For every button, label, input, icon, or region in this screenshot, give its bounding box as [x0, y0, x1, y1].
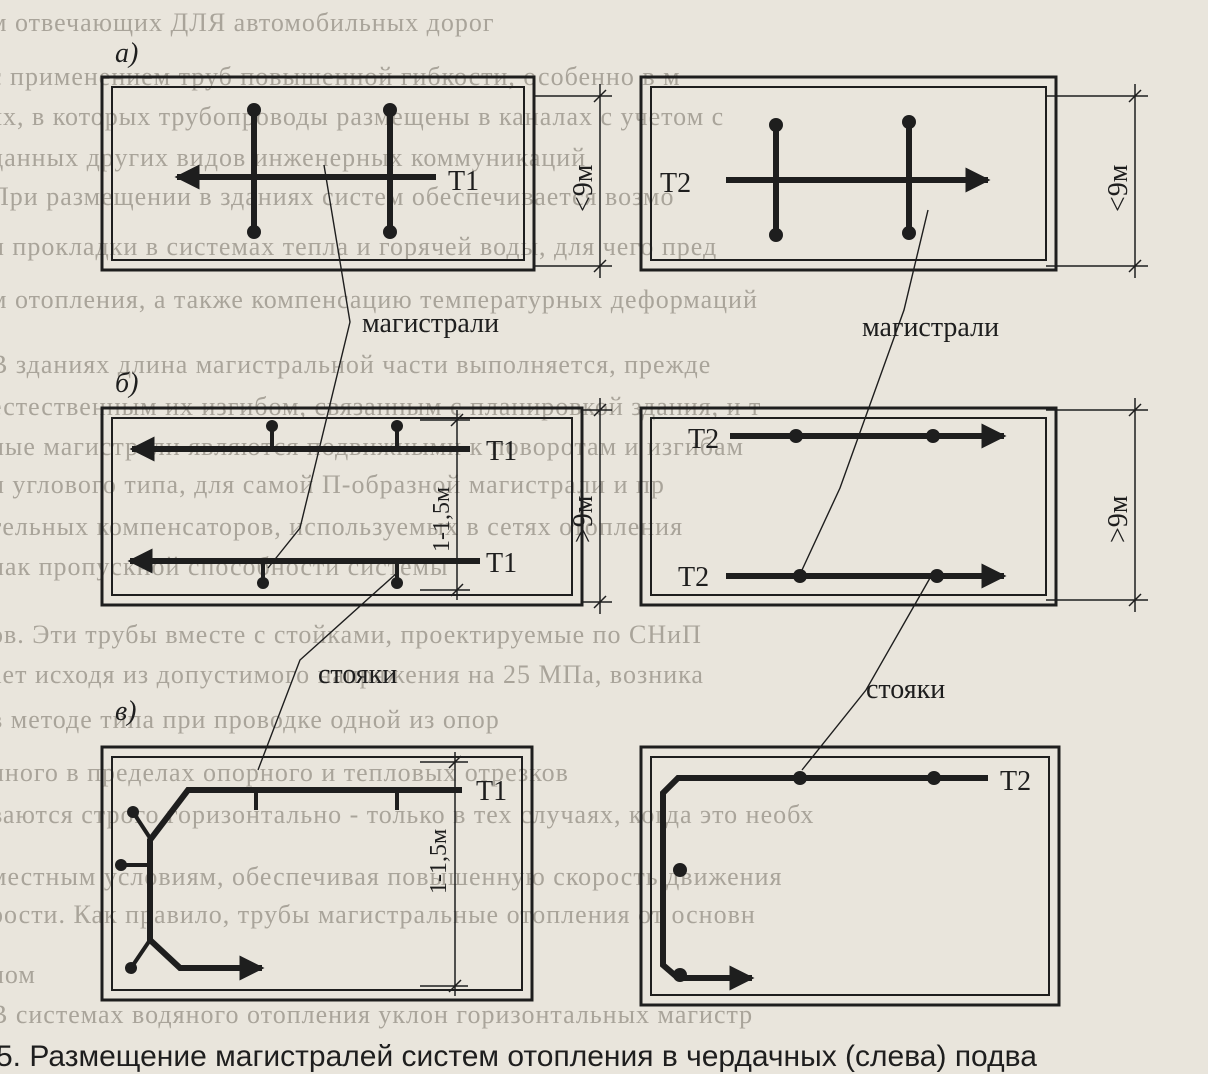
panel-b-right-building [639, 406, 1058, 607]
dimension-label-under-9m: <9м [568, 164, 599, 212]
pipe-label-t1: Т1 [486, 548, 517, 579]
background-text-line: м отопления, а также компенсацию темпера… [0, 285, 758, 314]
riser-point [673, 968, 687, 982]
riser-point [902, 115, 916, 129]
callout-leader-lines [257, 164, 931, 771]
background-text-line: иного в пределах опорного и тепловых отр… [0, 758, 569, 787]
callout-risers: стояки [318, 659, 397, 690]
inner-wall [650, 86, 1047, 261]
outer-wall [639, 75, 1058, 272]
pipe-label-t1: Т1 [448, 166, 479, 197]
dimension-label-over-9m: >9м [568, 495, 599, 543]
pipe-label-t2: Т2 [678, 562, 709, 593]
background-text-line: и углового типа, для самой П-образной ма… [0, 470, 665, 499]
panel-label-c: в) [115, 696, 136, 727]
riser-point [926, 429, 940, 443]
background-text-line: тельных компенсаторов, используемых в се… [0, 512, 684, 541]
background-text-line: ном [0, 960, 36, 989]
panel-b-left-building [100, 406, 584, 607]
pipe-label-t2: Т2 [660, 168, 691, 199]
dimension-lines-c [420, 752, 468, 996]
perimeter-main-pipe-t2 [660, 775, 988, 991]
riser-point [769, 118, 783, 132]
background-text-line: нак пропускной способности системы [0, 552, 449, 581]
panel-label-a: а) [115, 38, 138, 69]
dimension-lines-a [534, 84, 1148, 278]
inner-wall [650, 417, 1047, 596]
riser-point [383, 103, 397, 117]
riser-point [125, 962, 137, 974]
inner-wall [650, 756, 1050, 996]
riser-point [247, 225, 261, 239]
perimeter-main-pipe-t1 [147, 787, 462, 981]
background-text-line: ает исходя из допустимого напряжения на … [0, 660, 704, 689]
dimension-label-over-9m: >9м [1103, 495, 1134, 543]
background-text-line: в методе типа при проводке одной из опор [0, 705, 500, 734]
callout-mains: магистрали [862, 312, 999, 343]
panel-c-left-building [100, 745, 534, 1002]
dimension-label-under-9m: <9м [1103, 164, 1134, 212]
riser-point [793, 569, 807, 583]
pipe-label-t2: Т2 [1000, 766, 1031, 797]
outer-wall [639, 406, 1058, 607]
figure-caption: 5. Размещение магистралей систем отоплен… [0, 1040, 1037, 1073]
inner-wall [111, 86, 525, 261]
background-text-line: В системах водяного отопления уклон гори… [0, 1000, 754, 1029]
background-text-line: данных других видов инженерных коммуника… [0, 143, 587, 172]
riser-point [793, 771, 807, 785]
riser-point [383, 225, 397, 239]
inner-wall [111, 417, 573, 596]
riser-point [902, 226, 916, 240]
callout-risers: стояки [866, 674, 945, 705]
callout-mains: магистрали [362, 308, 499, 339]
background-text-line: ях, в которых трубопроводы размещены в к… [0, 102, 725, 131]
background-text-line: рости. Как правило, трубы магистральные … [0, 900, 756, 929]
riser-point [115, 859, 127, 871]
background-text-line: ов. Эти трубы вместе с стойками, проекти… [0, 620, 702, 649]
riser-point [247, 103, 261, 117]
dimension-lines-b [420, 398, 1148, 614]
background-text-line: В зданиях длина магистральной части выпо… [0, 350, 712, 379]
riser-point [927, 771, 941, 785]
background-text-line: и прокладки в системах тепла и горячей в… [0, 232, 718, 261]
pipe-label-t2: Т2 [688, 424, 719, 455]
outer-wall [639, 745, 1061, 1007]
panel-label-b: б) [115, 368, 138, 399]
inner-wall [111, 756, 523, 991]
background-text-line: м отвечающих ДЛЯ автомобильных дорог [0, 8, 495, 37]
dimension-label-offset: 1-1,5м [426, 829, 452, 894]
panel-a-right-building [639, 75, 1058, 272]
panel-c-right-building [639, 745, 1061, 1007]
outer-wall [100, 75, 536, 272]
outer-wall [100, 406, 584, 607]
riser-point [127, 806, 139, 818]
pipe-label-t1: Т1 [486, 436, 517, 467]
riser-point [930, 569, 944, 583]
riser-point [266, 420, 278, 432]
riser-point [391, 577, 403, 589]
riser-point [391, 420, 403, 432]
dimension-label-offset: 1-1,5м [429, 487, 455, 552]
riser-point [789, 429, 803, 443]
panel-a-left-building [100, 75, 536, 272]
riser-point [673, 863, 687, 877]
outer-wall [100, 745, 534, 1002]
riser-point [769, 228, 783, 242]
pipe-label-t1: Т1 [476, 776, 507, 807]
diagram-labels: а) б) в) Т1 Т2 Т1 Т1 Т2 Т2 Т1 Т2 магистр… [115, 38, 1134, 894]
riser-point [257, 577, 269, 589]
